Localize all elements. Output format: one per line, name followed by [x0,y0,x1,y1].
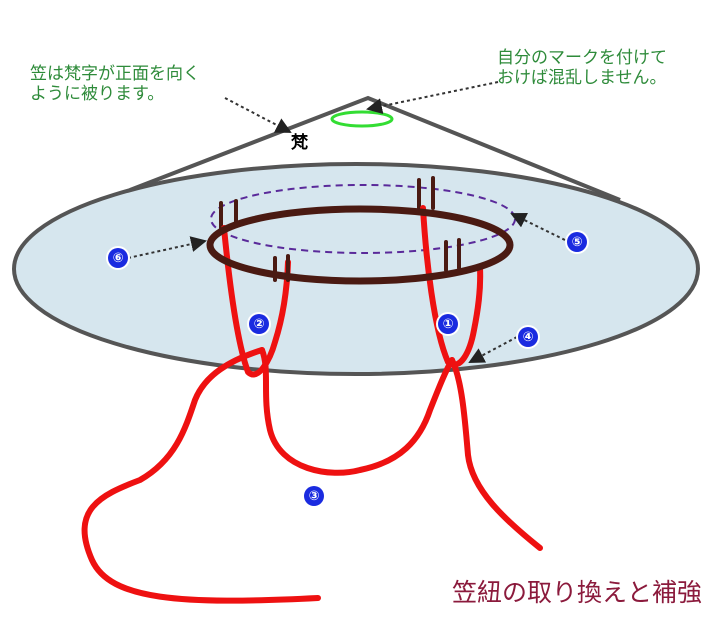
label-4: ④ [518,327,538,347]
label-3: ③ [304,486,324,506]
label-6: ⑥ [108,248,128,268]
hat-cone [129,95,621,202]
arrow-kanji [224,97,292,133]
ring-posts-front [273,238,461,282]
hat-ring [206,205,514,285]
note-left-line1: 笠は梵字が正面を向く [30,64,200,84]
arrow-4 [468,336,518,363]
label-1: ① [438,314,458,334]
note-left-line2: ように被ります。 [30,84,165,104]
arrow-6 [127,236,207,259]
label-2: ② [249,314,269,334]
kanji-mark: 梵 [291,133,308,153]
cord-ends [81,347,543,604]
note-left: 笠は梵字が正面を向く ように被ります。 [30,64,200,104]
personal-mark [330,110,394,128]
note-right-line1: 自分のマークを付けて [497,48,667,68]
arrow-mark [366,81,499,114]
note-right: 自分のマークを付けて おけば混乱しません。 [497,48,667,88]
label-5: ⑤ [567,232,587,252]
diagram-caption: 笠紐の取り換えと補強 [452,578,703,607]
note-right-line2: おけば混乱しません。 [497,68,667,88]
arrow-5 [510,212,566,241]
hat-brim [12,162,700,376]
